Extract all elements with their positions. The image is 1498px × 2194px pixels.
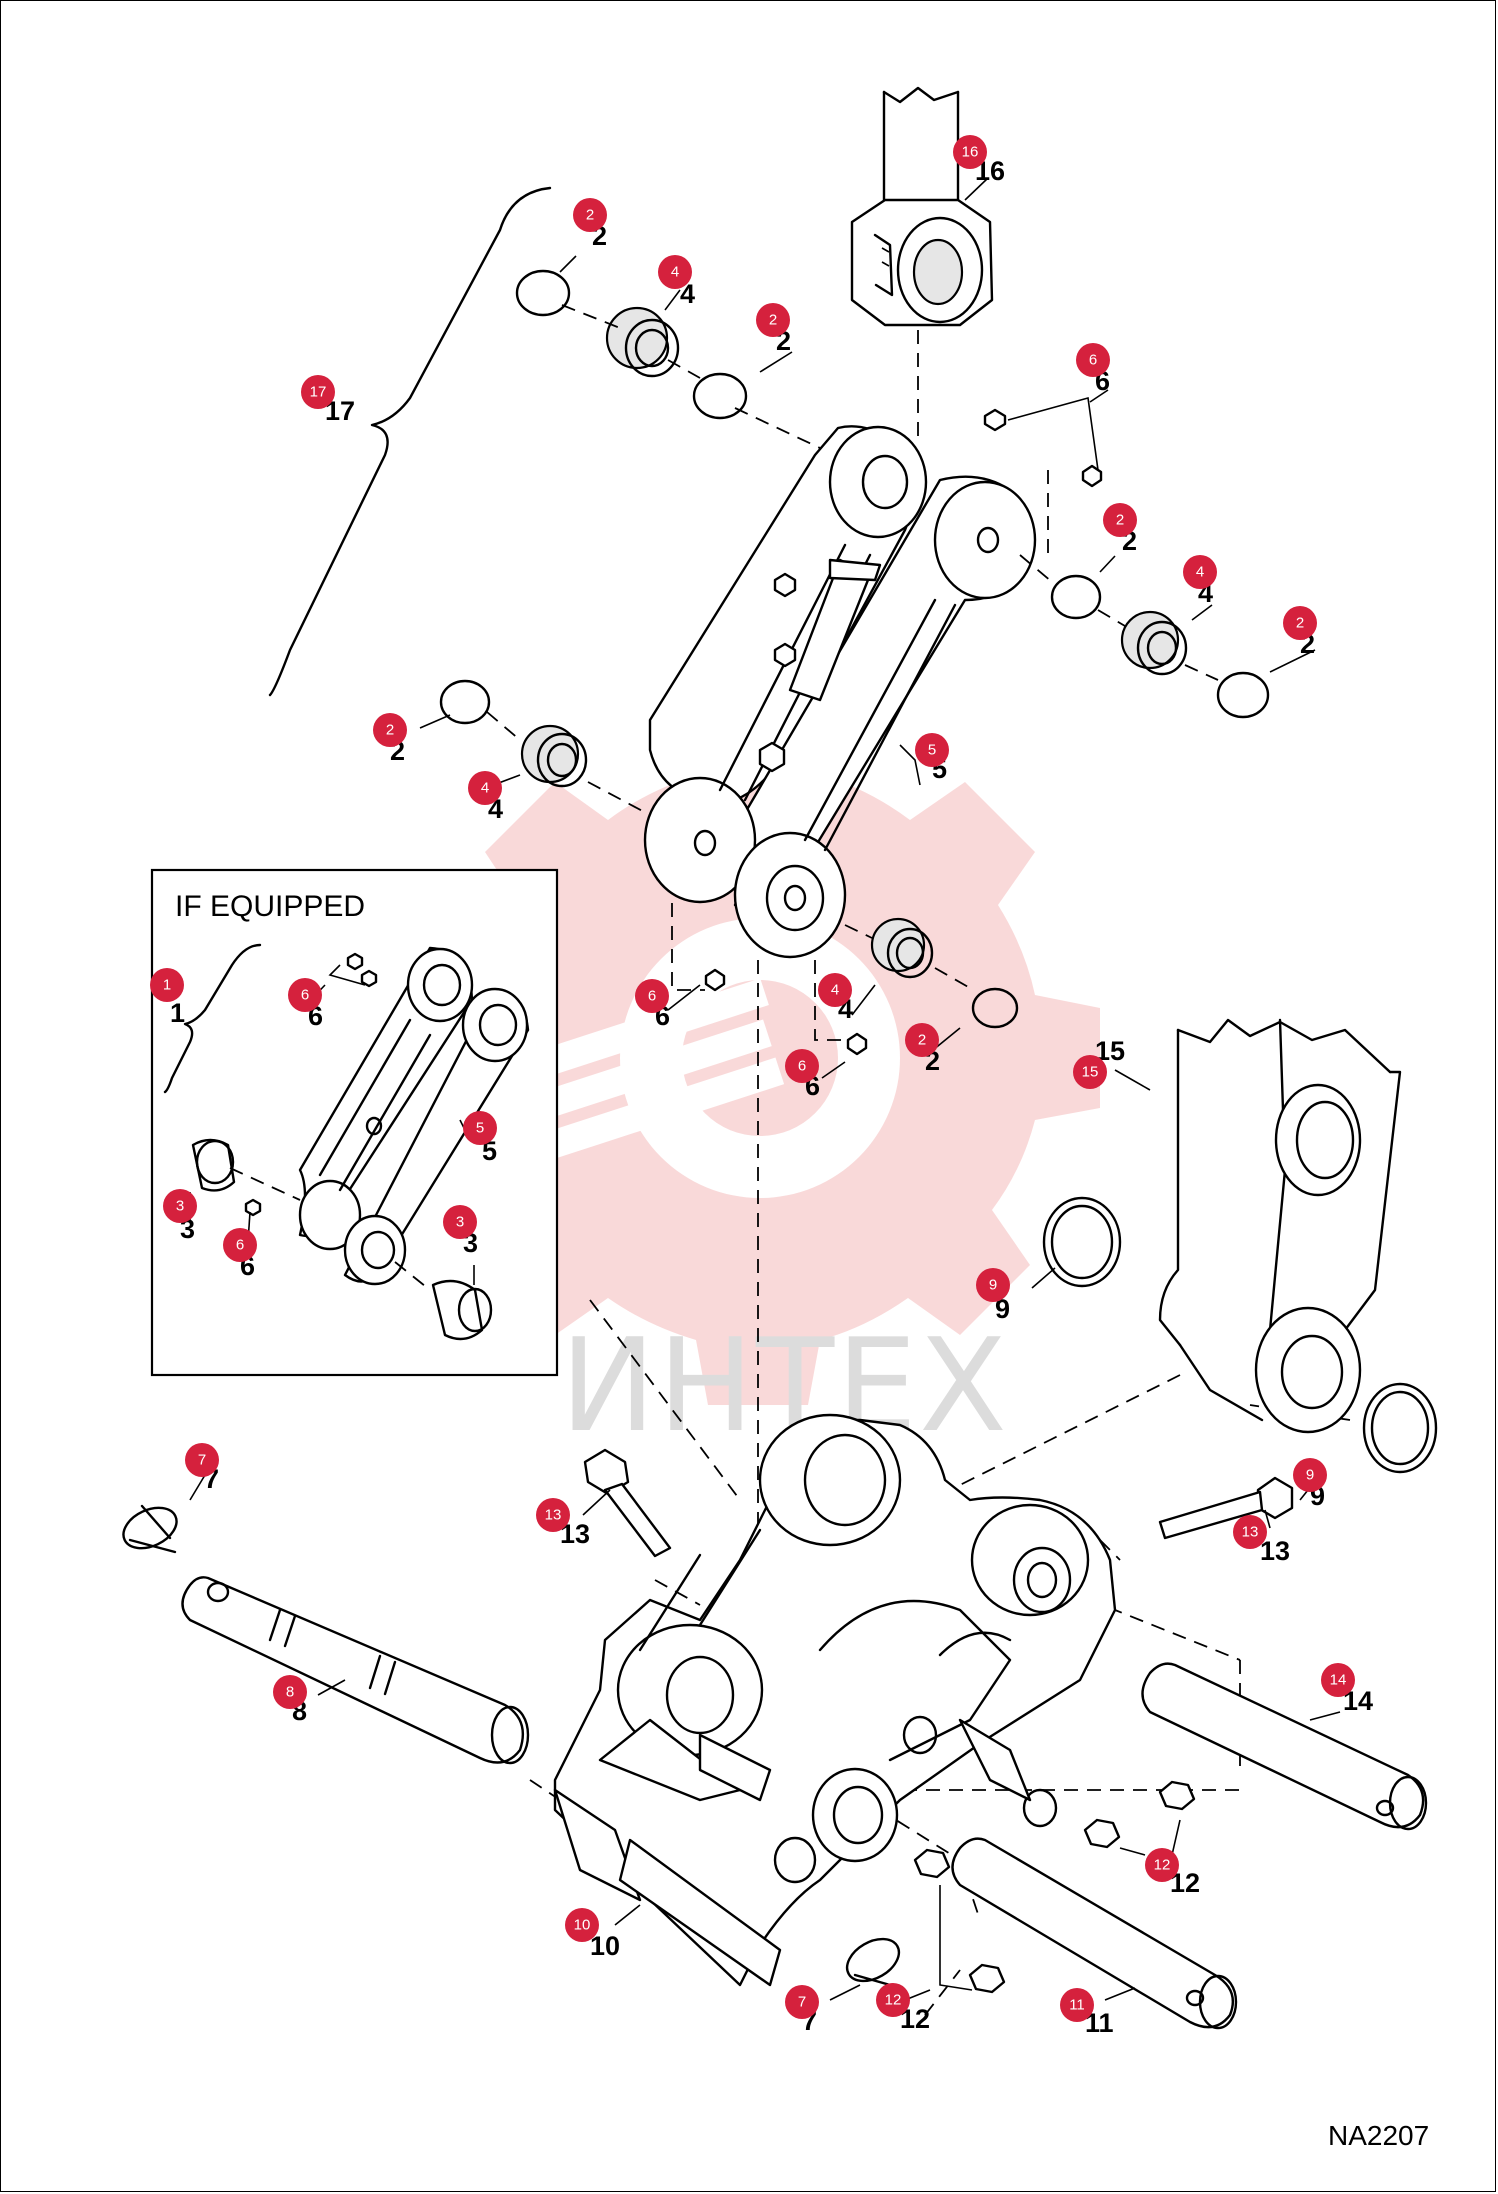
callout-marker[interactable]: 7	[785, 1985, 819, 2019]
callout-number: 10	[590, 1931, 620, 1961]
callout-marker[interactable]: 2	[373, 713, 407, 747]
svg-text:6: 6	[301, 987, 309, 1004]
svg-text:10: 10	[574, 1917, 591, 1934]
svg-text:6: 6	[1089, 352, 1097, 369]
svg-text:6: 6	[798, 1058, 806, 1075]
svg-text:3: 3	[456, 1214, 464, 1231]
arm-bracket	[1042, 1018, 1438, 1474]
callout-marker[interactable]: 7	[185, 1443, 219, 1477]
callout-marker[interactable]: 6	[1076, 343, 1110, 377]
svg-text:5: 5	[476, 1120, 484, 1137]
kit-bracket-17	[268, 186, 552, 697]
callout-marker[interactable]: 5	[915, 733, 949, 767]
callout-number: 9	[995, 1294, 1010, 1324]
svg-text:4: 4	[831, 982, 839, 999]
callout-marker[interactable]: 9	[976, 1268, 1010, 1302]
svg-text:2: 2	[1116, 512, 1124, 529]
svg-text:3: 3	[176, 1198, 184, 1215]
svg-text:15: 15	[1082, 1064, 1099, 1081]
callout-marker[interactable]: 4	[658, 255, 692, 289]
svg-text:4: 4	[481, 780, 489, 797]
svg-text:4: 4	[671, 264, 679, 281]
lower-rings-right	[870, 917, 1019, 1029]
svg-text:2: 2	[1296, 615, 1304, 632]
svg-text:2: 2	[769, 312, 777, 329]
svg-text:13: 13	[545, 1507, 562, 1524]
pin-11	[951, 1837, 1238, 2030]
watermark-gear-logo	[420, 710, 1100, 1405]
nuts-12	[913, 1780, 1196, 1994]
svg-text:2: 2	[586, 207, 594, 224]
callout-marker[interactable]: 2	[905, 1023, 939, 1057]
svg-text:2: 2	[918, 1032, 926, 1049]
callout-marker[interactable]: 6	[635, 979, 669, 1013]
svg-text:6: 6	[236, 1237, 244, 1254]
grease-fittings	[704, 396, 1103, 1056]
callout-marker[interactable]: 3	[443, 1205, 477, 1239]
bolt-13-right	[1158, 1476, 1294, 1540]
callout-marker[interactable]: 13	[1233, 1515, 1267, 1549]
callout-marker[interactable]: 9	[1293, 1458, 1327, 1492]
svg-text:1: 1	[163, 977, 171, 994]
callout-marker[interactable]: 2	[1283, 606, 1317, 640]
callout-marker[interactable]: 2	[573, 198, 607, 232]
middle-rings-left	[439, 679, 588, 788]
svg-text:17: 17	[310, 384, 327, 401]
callout-marker[interactable]: 6	[288, 978, 322, 1012]
callout-marker[interactable]: 4	[468, 771, 502, 805]
callout-number: 1	[170, 998, 185, 1028]
svg-text:9: 9	[989, 1277, 997, 1294]
callout-marker[interactable]: 15	[1073, 1055, 1107, 1089]
svg-text:14: 14	[1330, 1672, 1347, 1689]
callout-marker[interactable]: 2	[756, 303, 790, 337]
cylinder-rod-end	[850, 86, 994, 327]
callout-marker[interactable]: 16	[953, 135, 987, 169]
callout-marker[interactable]: 2	[1103, 503, 1137, 537]
callout-marker[interactable]: 6	[223, 1228, 257, 1262]
upper-rings-right	[1050, 574, 1270, 719]
callout-marker[interactable]: 12	[1145, 1848, 1179, 1882]
lynch-pin-7-top	[122, 1504, 178, 1554]
callout-marker[interactable]: 8	[273, 1675, 307, 1709]
callout-marker[interactable]: 14	[1321, 1663, 1355, 1697]
inset-if-equipped	[150, 868, 559, 1377]
lynch-pin-7-bottom	[845, 1937, 901, 1987]
callouts: 16 16 2 2 4 4 2 2 17 17 6 6 2 2 4 4 2 2 …	[150, 135, 1373, 2038]
svg-text:8: 8	[286, 1684, 294, 1701]
callout-marker[interactable]: 10	[565, 1908, 599, 1942]
svg-text:16: 16	[962, 144, 979, 161]
callout-marker[interactable]: 6	[785, 1049, 819, 1083]
pin-8	[181, 1576, 530, 1765]
svg-text:12: 12	[885, 1992, 902, 2009]
svg-text:9: 9	[1306, 1467, 1314, 1484]
callout-marker[interactable]: 1	[150, 968, 184, 1002]
svg-text:2: 2	[386, 722, 394, 739]
upper-rings-left	[515, 269, 748, 420]
main-link	[643, 425, 1037, 959]
svg-text:11: 11	[1069, 1997, 1085, 2014]
callout-marker[interactable]: 17	[301, 375, 335, 409]
inset-title: IF EQUIPPED	[175, 890, 365, 923]
svg-text:13: 13	[1242, 1524, 1259, 1541]
pin-14	[1141, 1662, 1428, 1831]
svg-text:6: 6	[648, 988, 656, 1005]
callout-marker[interactable]: 11	[1060, 1988, 1094, 2022]
callout-marker[interactable]: 3	[163, 1189, 197, 1223]
coupler-body	[553, 1413, 1117, 1987]
drawing-code: NA2207	[1328, 2120, 1429, 2151]
svg-text:5: 5	[928, 742, 936, 759]
svg-text:7: 7	[198, 1452, 206, 1469]
svg-text:12: 12	[1154, 1857, 1171, 1874]
callout-marker[interactable]: 4	[818, 973, 852, 1007]
callout-marker[interactable]: 5	[463, 1111, 497, 1145]
svg-text:7: 7	[798, 1994, 806, 2011]
callout-marker[interactable]: 13	[536, 1498, 570, 1532]
svg-text:4: 4	[1196, 564, 1204, 581]
bolt-13-left	[583, 1448, 672, 1558]
callout-marker[interactable]: 4	[1183, 555, 1217, 589]
callout-number: 13	[1260, 1536, 1290, 1566]
callout-marker[interactable]: 12	[876, 1983, 910, 2017]
